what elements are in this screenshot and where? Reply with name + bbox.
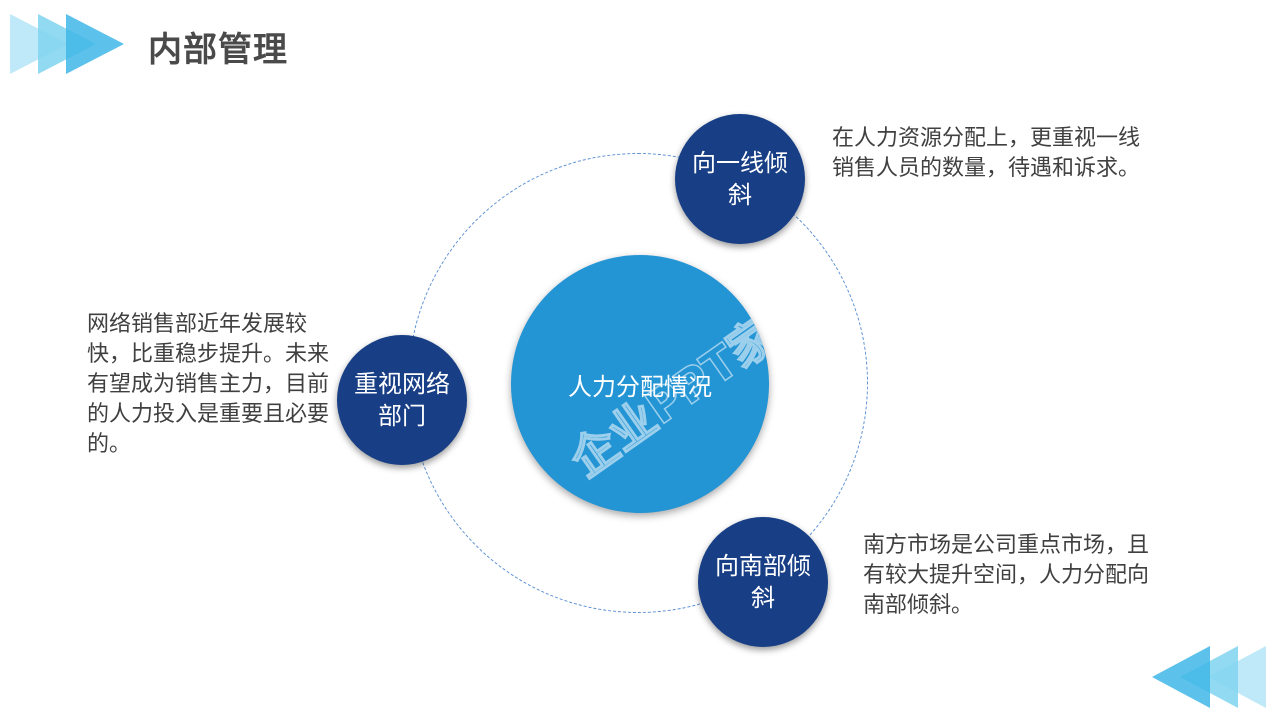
node-south: 向南部倾斜 [698,517,828,647]
node-network-dept-label: 重视网络部门 [354,370,450,430]
description-south: 南方市场是公司重点市场，且有较大提升空间，人力分配向南部倾斜。 [863,533,1150,618]
node-frontline-label: 向一线倾斜 [692,149,788,209]
center-circle: 企业PPT家园 人力分配情况 [511,255,769,513]
node-frontline: 向一线倾斜 [675,114,805,244]
center-label: 人力分配情况 [568,372,712,401]
page-title: 内部管理 [148,30,288,70]
top-left-arrows-decoration [10,14,124,74]
node-south-label: 向南部倾斜 [715,552,811,612]
node-network-dept: 重视网络部门 [337,335,467,465]
description-frontline: 在人力资源分配上，更重视一线销售人员的数量，待遇和诉求。 [832,126,1141,181]
bottom-right-arrows-decoration [1152,646,1266,708]
description-network-dept: 网络销售部近年发展较快，比重稳步提升。未来有望成为销售主力，目前的人力投入是重要… [87,312,330,457]
